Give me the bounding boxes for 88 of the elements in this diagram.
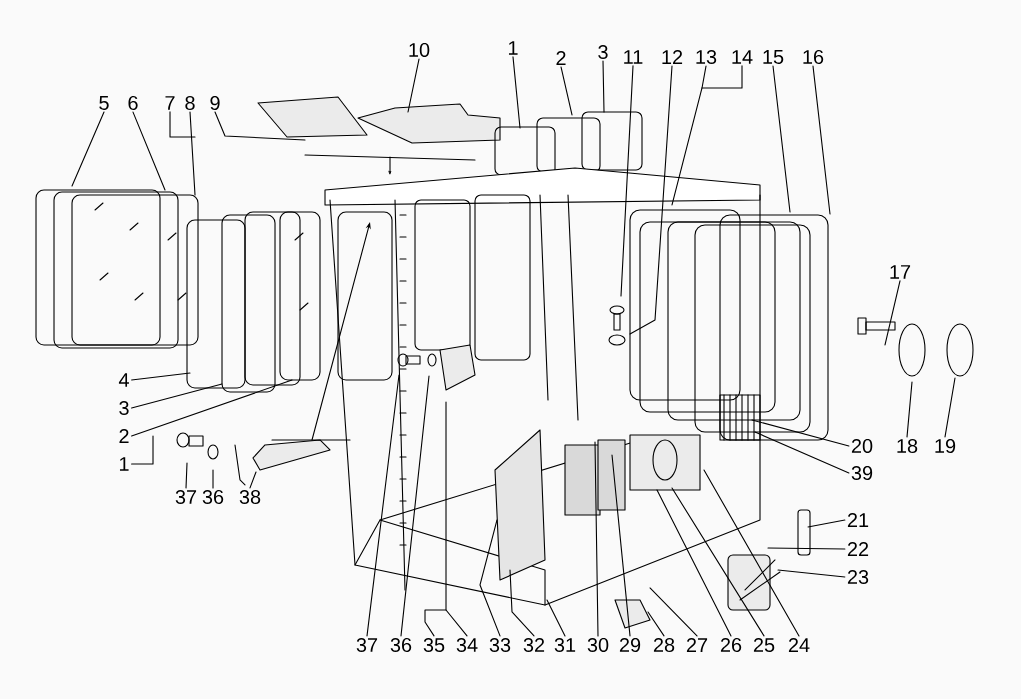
callout-number: 3	[119, 400, 129, 416]
leader-line	[131, 435, 154, 465]
leader-line	[131, 372, 191, 381]
callout-number: 5	[99, 96, 109, 110]
leader-line	[71, 111, 105, 187]
leader-line	[751, 419, 850, 447]
callout-number: 33	[489, 637, 511, 653]
callout-number: 36	[202, 489, 224, 505]
leader-line	[701, 65, 743, 89]
callout-number: 19	[935, 438, 956, 454]
callout-number: 18	[897, 438, 918, 454]
callout-number: 1	[509, 41, 518, 55]
leader-line	[424, 609, 447, 637]
callout-number: 6	[128, 95, 138, 111]
callout-number: 34	[456, 637, 478, 653]
callout-number: 36	[390, 637, 412, 653]
leader-line	[169, 111, 196, 138]
callout-number: 2	[119, 429, 129, 443]
callout-number: 26	[720, 637, 742, 653]
leader-line	[132, 111, 166, 191]
leader-line	[629, 65, 673, 335]
callout-number: 39	[851, 465, 873, 481]
callout-number: 17	[890, 265, 911, 279]
leader-line	[131, 379, 293, 437]
leader-line	[884, 280, 901, 346]
callout-number: 15	[763, 50, 784, 64]
leader-line	[647, 611, 665, 637]
leader-line	[512, 56, 521, 129]
leader-line	[214, 111, 306, 141]
callout-number: 31	[554, 637, 576, 653]
leader-line	[767, 547, 846, 550]
callout-number: 37	[356, 637, 378, 653]
callout-number: 25	[753, 637, 775, 653]
leader-line	[703, 469, 800, 637]
callout-number: 4	[118, 373, 129, 387]
callout-number: 29	[619, 637, 641, 653]
callout-number: 9	[210, 95, 220, 111]
callout-number: 28	[653, 637, 675, 653]
leader-line	[620, 65, 634, 297]
callout-number: 10	[409, 42, 430, 58]
callout-number: 1	[120, 457, 129, 471]
callout-number: 12	[662, 50, 683, 64]
leader-line	[131, 383, 223, 409]
callout-number: 7	[165, 96, 175, 110]
leader-line	[366, 374, 400, 637]
callout-number: 27	[686, 638, 708, 652]
leader-line	[400, 375, 430, 637]
leader-line	[445, 401, 468, 637]
leader-line	[944, 377, 956, 438]
callout-number: 30	[587, 637, 609, 653]
leader-line	[656, 489, 732, 637]
callout-number: 2	[556, 51, 566, 65]
callout-number: 23	[847, 569, 869, 585]
leader-line	[611, 454, 631, 637]
leader-line	[772, 65, 791, 213]
callout-number: 13	[696, 49, 717, 65]
callout-number: 32	[523, 637, 545, 653]
callout-number: 38	[239, 489, 261, 505]
leader-line	[560, 66, 573, 116]
callout-number: 14	[732, 50, 753, 64]
leader-line	[594, 441, 599, 637]
leader-line	[754, 431, 850, 474]
leader-line	[189, 111, 196, 196]
leader-line	[509, 569, 535, 637]
leader-line	[479, 519, 501, 637]
leader-line	[212, 469, 214, 489]
leader-line	[671, 487, 765, 637]
callout-number: 21	[847, 513, 869, 527]
callout-number: 8	[185, 95, 195, 111]
leader-line	[777, 569, 846, 578]
leader-line	[906, 381, 913, 438]
callout-number: 20	[851, 438, 873, 454]
leader-line	[812, 65, 831, 215]
leader-line	[185, 462, 188, 489]
callout-number: 35	[423, 637, 445, 653]
leader-line	[546, 599, 566, 637]
leader-line	[807, 519, 846, 528]
leader-line	[671, 65, 707, 206]
callout-number: 24	[788, 638, 810, 652]
callout-number: 16	[803, 49, 824, 65]
leader-line	[602, 60, 605, 113]
callout-number: 11	[624, 50, 643, 64]
leader-line	[407, 58, 420, 113]
callout-number: 22	[847, 542, 869, 556]
leader-line	[649, 587, 698, 637]
callout-number: 37	[175, 489, 197, 505]
callout-number: 3	[598, 44, 608, 60]
leader-line	[249, 471, 257, 489]
